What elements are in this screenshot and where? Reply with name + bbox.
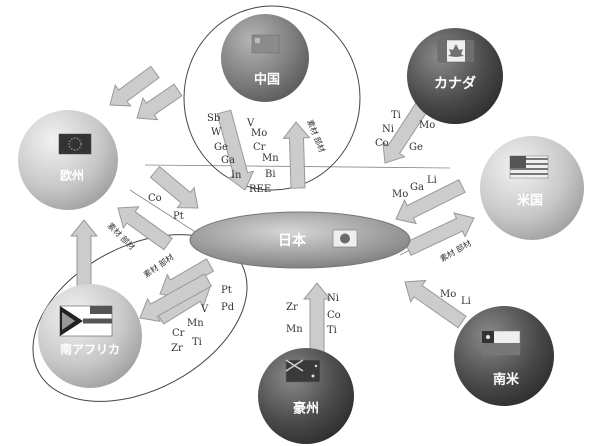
element-label: Cr [172, 328, 185, 339]
south-africa-element-list: Pt Pd V Cr Mn Zr Ti [171, 285, 235, 354]
arrow-usa-to-japan [395, 179, 466, 225]
element-label: V [200, 304, 209, 315]
arrow-australia-to-japan [302, 282, 332, 353]
element-label: Ni [327, 293, 339, 304]
europe-element-list: Co Pt [148, 193, 184, 222]
china-flag-icon [251, 34, 280, 54]
node-australia: 豪州 [258, 348, 354, 444]
element-label: Li [427, 175, 437, 186]
node-south-africa-label: 南アフリカ [60, 342, 120, 357]
element-label: Ga [410, 182, 424, 193]
element-label: Pt [173, 211, 184, 222]
element-label: Sb [207, 113, 220, 124]
element-label: Mn [262, 153, 279, 164]
node-usa: 米国 [480, 136, 584, 240]
node-canada: カナダ [407, 28, 503, 124]
node-china-label: 中国 [254, 72, 280, 88]
element-label: Zr [171, 343, 183, 354]
divider-line-left [129, 189, 201, 236]
element-label: Ti [192, 337, 202, 348]
eu-flag-icon [58, 133, 92, 155]
element-label: V [246, 118, 255, 129]
element-label: Co [148, 193, 162, 204]
element-label: Zr [286, 302, 298, 313]
element-label: Li [461, 296, 471, 307]
element-label: Mo [392, 189, 408, 200]
element-label: Ge [214, 142, 228, 153]
south-america-element-list: Mo Li [440, 289, 471, 307]
canada-element-list: Ti Ni Mo Co Ge [375, 110, 435, 153]
china-element-list: Sb V W Mo Ge Cr Ga Mn In Bi REE [207, 113, 279, 195]
node-usa-label: 米国 [517, 193, 543, 209]
canada-flag-icon [437, 39, 475, 63]
arrow-japan-to-south-africa-b [139, 273, 213, 323]
element-label: Co [327, 310, 341, 321]
arrow-japan-to-europe [117, 206, 173, 251]
arrow-japan-to-usa [404, 212, 475, 256]
arrow-china-to-europe-b [136, 83, 183, 121]
element-label: Pd [221, 302, 235, 313]
element-label: Co [375, 138, 389, 149]
arrow-south-america-to-japan [404, 279, 467, 329]
element-label: Mo [440, 289, 456, 300]
node-south-africa: 南アフリカ [38, 284, 142, 388]
node-europe-label: 欧州 [60, 168, 84, 183]
arrow-china-to-japan [216, 109, 255, 191]
chile-flag-icon [481, 330, 521, 356]
node-australia-label: 豪州 [293, 401, 319, 417]
element-label: In [231, 170, 242, 181]
australia-flag-icon [285, 359, 321, 383]
china-group-outline [183, 5, 361, 191]
element-label: Mn [187, 318, 204, 329]
element-label: Pt [221, 285, 232, 296]
element-label: Cr [253, 142, 266, 153]
element-label: Bi [265, 169, 276, 180]
material-label-usa: 素材 部材 [438, 238, 473, 264]
node-japan: 日本 [189, 211, 411, 269]
arrow-south-africa-to-europe [69, 219, 99, 289]
element-label: Mo [419, 120, 435, 131]
element-label: Ti [391, 110, 401, 121]
element-label: Ti [327, 325, 337, 336]
element-label: Mn [286, 324, 303, 335]
south-africa-flag-icon [59, 305, 113, 337]
usa-flag-icon [509, 155, 549, 179]
node-japan-label: 日本 [278, 232, 307, 249]
flow-arrows [69, 65, 475, 353]
node-europe: 欧州 [18, 110, 118, 210]
element-label: Ga [221, 155, 235, 166]
element-label: Mo [251, 128, 267, 139]
material-label-south-africa: 素材 部材 [141, 252, 175, 280]
element-label: Ge [409, 142, 423, 153]
element-label: REE [249, 184, 271, 195]
node-south-america: 南米 [454, 306, 554, 406]
arrow-europe-to-japan [149, 165, 199, 209]
usa-element-list: Ga Li Mo [392, 175, 437, 200]
node-south-america-label: 南米 [493, 372, 520, 388]
arrow-china-to-europe-a [109, 65, 160, 107]
element-label: W [211, 127, 222, 138]
japan-flag-icon [332, 229, 358, 248]
australia-element-list: Zr Ni Co Ti Mn [286, 293, 341, 336]
node-china: 中国 [221, 14, 309, 102]
element-label: Ni [382, 124, 394, 135]
node-canada-label: カナダ [434, 75, 476, 92]
arrow-japan-to-china [282, 121, 311, 189]
